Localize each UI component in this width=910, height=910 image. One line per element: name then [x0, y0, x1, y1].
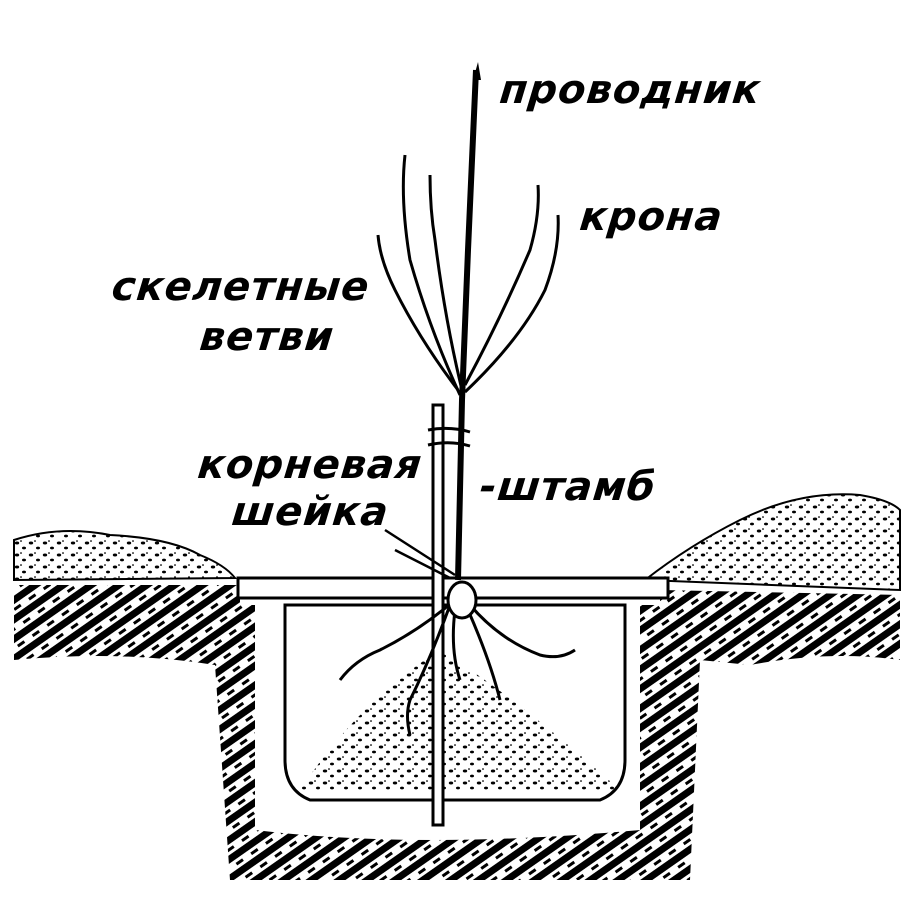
- label-leader: проводник: [497, 67, 764, 113]
- trunk: [455, 69, 479, 581]
- label-crown: крона: [577, 194, 726, 240]
- soil-cone: [300, 650, 620, 790]
- soil-mound-right: [642, 493, 901, 592]
- soil-mound-left: [13, 530, 238, 582]
- root-collar-pointer: [384, 528, 456, 580]
- label-root-collar-line2: шейка: [229, 489, 392, 535]
- ground-left: [14, 585, 900, 880]
- label-root-collar-line1: корневая: [195, 442, 425, 488]
- label-trunk: -штамб: [477, 464, 659, 510]
- label-skeletal-branches-line1: скелетные: [109, 264, 372, 310]
- skeletal-branches: [376, 154, 560, 396]
- label-skeletal-branches-line2: ветви: [197, 314, 337, 360]
- roots: [338, 598, 576, 736]
